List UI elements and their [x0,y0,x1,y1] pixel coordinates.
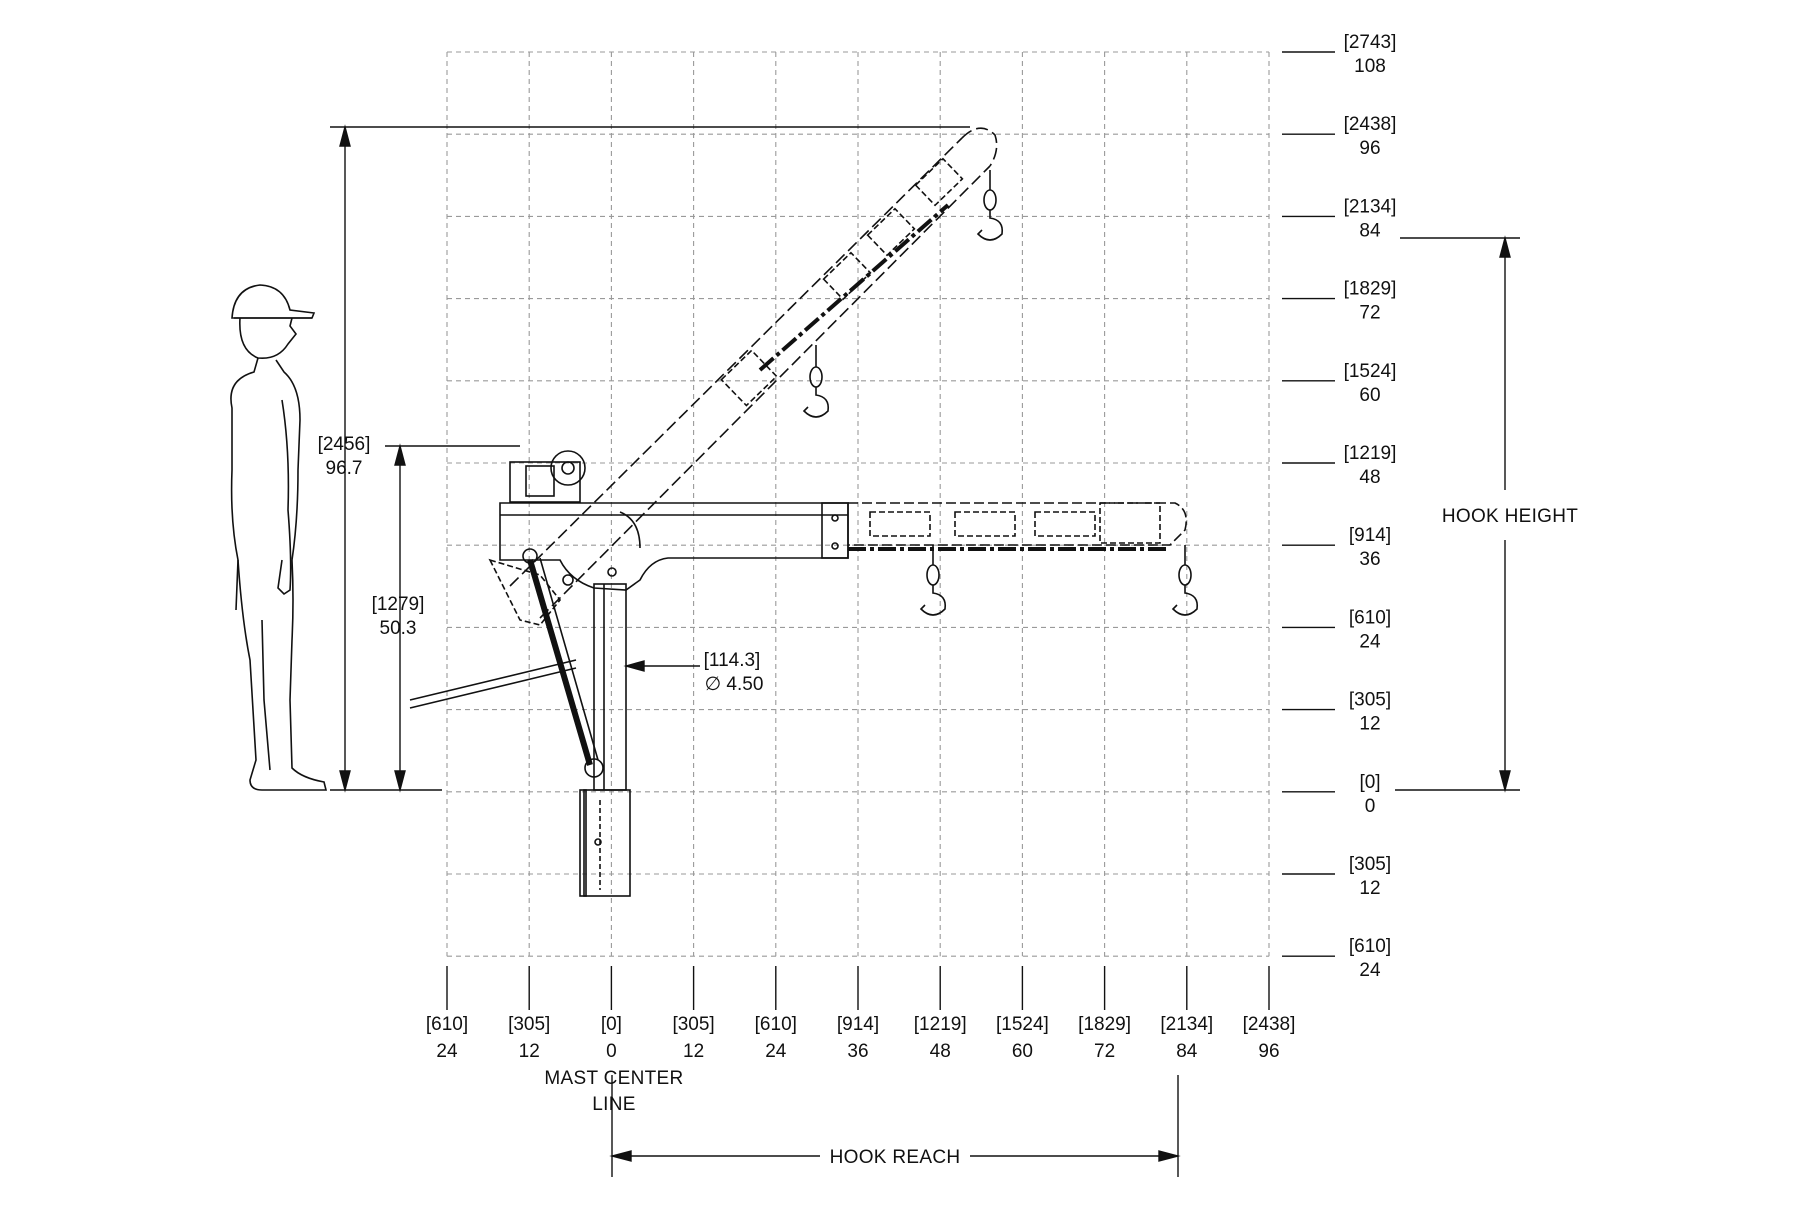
reach-tick-label-mm: [2134] [1160,1014,1213,1035]
reach-tick-label-mm: [1829] [1078,1014,1131,1035]
height-tick-label-mm: [1219] [1344,443,1397,464]
hook-icon [919,545,947,616]
height-tick-label-in: 36 [1359,549,1380,570]
overall-height-mm: [2456] [318,434,371,455]
height-tick-label-in: 12 [1359,714,1380,735]
reach-tick-label-in: 0 [606,1041,617,1062]
hook-height-label: HOOK HEIGHT [1442,506,1578,527]
reference-grid [446,51,1270,957]
height-tick-label-in: 72 [1359,303,1380,324]
height-axis: [2743] 108 [2438] 96 [2134] 84 [1829] 72 [1524] 6… [1282,32,1396,981]
reach-axis: [610] 24 [305] 12 [0] 0 [305] 12 [610] 24 [914] 36 [… [426,966,1296,1062]
winch-icon [509,450,586,503]
height-tick-label-mm: [305] [1349,854,1391,875]
reach-tick-label-in: 72 [1094,1041,1115,1062]
reach-tick-label-in: 48 [930,1041,951,1062]
boom-height-mm: [1279] [372,594,425,615]
height-tick-label-mm: [2438] [1344,114,1397,135]
reach-tick-label-in: 12 [519,1041,540,1062]
height-tick-label-in: 24 [1359,960,1381,981]
reach-tick-label-mm: [305] [508,1014,550,1035]
reach-tick-label-in: 12 [683,1041,704,1062]
height-tick-label-mm: [610] [1349,936,1391,957]
hook-icon [802,345,830,418]
reach-tick-label-mm: [914] [837,1014,879,1035]
person-figure-icon [230,284,328,791]
reach-tick-label-in: 96 [1258,1041,1279,1062]
hook-reach-label: HOOK REACH [830,1147,961,1168]
reach-tick-label-in: 36 [847,1041,868,1062]
height-tick-label-mm: [610] [1349,607,1391,628]
height-tick-label-mm: [0] [1359,772,1380,793]
boom-height-in: 50.3 [380,618,417,639]
height-tick-label-mm: [1829] [1344,279,1397,300]
reach-tick-label-in: 24 [436,1041,458,1062]
hook-icon [976,170,1004,241]
reach-tick-label-in: 84 [1176,1041,1198,1062]
height-tick-label-mm: [1524] [1344,361,1397,382]
height-tick-label-mm: [2743] [1344,32,1397,53]
overall-height-in: 96.7 [326,458,363,479]
dimension-labels: [2456] 96.7 [1279] 50.3 [114.3] ∅ 4.50 H… [318,434,1578,1168]
height-tick-label-in: 48 [1359,467,1380,488]
reach-tick-label-mm: [1524] [996,1014,1049,1035]
hook-reach-dimension [609,1075,1181,1177]
reach-tick-label-mm: [0] [601,1014,622,1035]
overall-height-dimension [330,124,970,793]
mast-diameter-dimension [623,660,700,672]
height-tick-label-in: 12 [1359,878,1380,899]
reach-tick-label-mm: [1219] [914,1014,967,1035]
height-tick-label-in: 60 [1359,385,1380,406]
mast-dia-in: ∅ 4.50 [705,674,764,695]
reach-tick-label-in: 24 [765,1041,787,1062]
hook-icon [1171,545,1199,616]
mast-center-line-label: MAST CENTER [544,1068,683,1089]
hook-set [802,170,1199,616]
height-tick-label-in: 108 [1354,56,1386,77]
reach-tick-label-mm: [610] [755,1014,797,1035]
hook-height-dimension [1395,235,1520,793]
crane-structure [409,127,1188,897]
mast-center-line-label-2: LINE [592,1094,635,1115]
height-tick-label-in: 84 [1359,220,1381,241]
reach-tick-label-mm: [305] [672,1014,714,1035]
reach-tick-label-in: 60 [1012,1041,1033,1062]
mast-dia-mm: [114.3] [704,650,761,671]
reach-tick-label-mm: [2438] [1243,1014,1296,1035]
height-tick-label-mm: [305] [1349,690,1391,711]
height-tick-label-in: 96 [1359,138,1380,159]
height-tick-label-mm: [914] [1349,525,1391,546]
height-tick-label-in: 0 [1365,796,1376,817]
height-tick-label-mm: [2134] [1344,196,1397,217]
height-tick-label-in: 24 [1359,631,1381,652]
reach-tick-label-mm: [610] [426,1014,468,1035]
